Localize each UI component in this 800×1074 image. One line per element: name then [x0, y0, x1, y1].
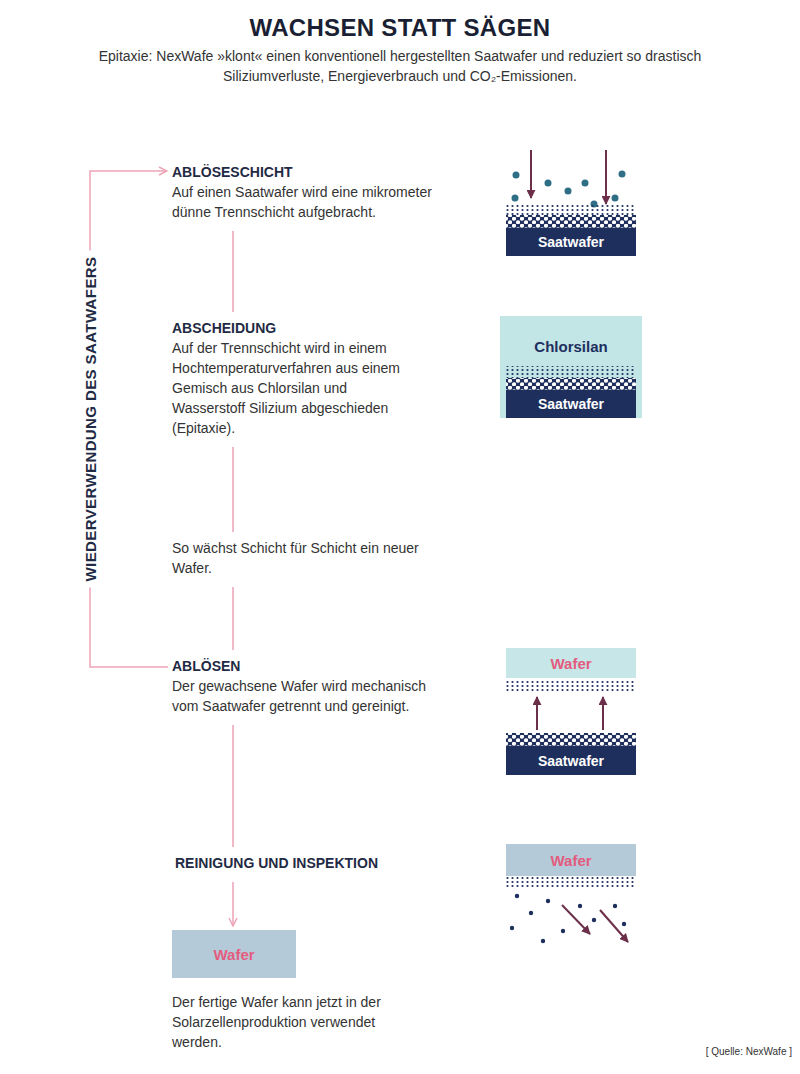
flow-connector — [232, 231, 234, 312]
cleaning-particles — [592, 918, 596, 922]
process-step: ABLÖSENDer gewachsene Wafer wird mechani… — [172, 656, 434, 716]
step-description: Auf der Trennschicht wird in einem Hocht… — [172, 338, 414, 438]
cleaning-particles — [506, 877, 636, 943]
step-description: Der gewachsene Wafer wird mechanisch vom… — [172, 676, 434, 716]
release-layer — [506, 366, 636, 378]
release-layer — [506, 205, 636, 228]
release-layer — [506, 378, 636, 390]
seed-wafer-bar: Saatwafer — [506, 228, 636, 256]
deposition-particles — [605, 150, 607, 204]
deposition-particles — [565, 188, 572, 195]
deposition-particles — [512, 195, 519, 202]
step-heading: ABSCHEIDUNG — [172, 318, 414, 338]
deposition-particles — [582, 180, 589, 187]
final-wafer: WaferDer fertige Wafer kann jetzt in der… — [172, 930, 422, 1052]
step-description: Auf einen Saatwafer wird eine mikrometer… — [172, 182, 447, 222]
release-layer — [506, 733, 636, 746]
cleaning-particles — [613, 904, 617, 908]
release-layer — [506, 680, 636, 693]
reactor-box: ChlorsilanSaatwafer — [500, 316, 642, 418]
diagram-title: WACHSEN STATT SÄGEN — [0, 14, 800, 42]
deposition-particles — [530, 150, 532, 198]
part-label: Saatwafer — [538, 396, 604, 412]
part-label: Wafer — [550, 852, 591, 869]
step-heading: ABLÖSESCHICHT — [172, 162, 447, 182]
cleaning-particles — [510, 926, 514, 930]
seed-wafer-bar: Saatwafer — [506, 746, 636, 775]
step-description: Der fertige Wafer kann jetzt in der Sola… — [172, 992, 422, 1052]
deposition-particles — [512, 150, 626, 208]
part-label: Chlorsilan — [500, 316, 642, 355]
loop-label: WIEDERVERWENDUNG DES SAATWAFERS — [80, 251, 101, 588]
deposition-particles — [513, 172, 520, 179]
deposition-particles — [612, 195, 619, 202]
wafer-box: Wafer — [506, 844, 636, 876]
deposition-particles — [619, 171, 626, 178]
process-step: ABSCHEIDUNGAuf der Trennschicht wird in … — [172, 318, 414, 438]
release-layer — [602, 697, 604, 730]
step-description: So wächst Schicht für Schicht ein neuer … — [172, 538, 422, 578]
flow-connector — [232, 587, 234, 650]
release-layer — [506, 205, 636, 215]
flow-connector — [90, 171, 168, 667]
wafer-box: Wafer — [172, 930, 296, 978]
cleaning-particles — [546, 899, 550, 903]
release-layer — [536, 697, 538, 730]
cleaning-particles — [600, 910, 628, 942]
part-label: Wafer — [550, 655, 591, 672]
release-layer — [506, 215, 636, 228]
flow-connector — [232, 725, 234, 847]
cleaning-particles — [622, 922, 626, 926]
flow-connector — [232, 882, 234, 926]
source-note: [ Quelle: NexWafe ] — [706, 1046, 792, 1057]
process-step: REINIGUNG UND INSPEKTION — [175, 853, 475, 873]
flow-connector — [232, 447, 234, 532]
cleaning-particles — [529, 911, 533, 915]
part-label: Saatwafer — [538, 234, 604, 250]
diagram-caption: Epitaxie: NexWafe »klont« einen konventi… — [95, 46, 705, 86]
cleaning-particles — [561, 929, 565, 933]
wafer-box: Wafer — [506, 648, 636, 678]
step-heading: REINIGUNG UND INSPEKTION — [175, 853, 475, 873]
cleaning-particles — [541, 939, 545, 943]
part-label: Saatwafer — [538, 753, 604, 769]
wafer-label: Wafer — [213, 946, 254, 963]
cleaning-particles — [506, 877, 636, 889]
cleaning-particles — [578, 904, 582, 908]
release-layer — [506, 680, 636, 746]
cleaning-particles — [515, 894, 519, 898]
cleaning-particles — [562, 905, 590, 934]
process-step: So wächst Schicht für Schicht ein neuer … — [172, 538, 422, 578]
deposition-particles — [545, 180, 552, 187]
seed-wafer-bar: Saatwafer — [506, 390, 636, 418]
step-heading: ABLÖSEN — [172, 656, 434, 676]
process-step: ABLÖSESCHICHTAuf einen Saatwafer wird ei… — [172, 162, 447, 222]
